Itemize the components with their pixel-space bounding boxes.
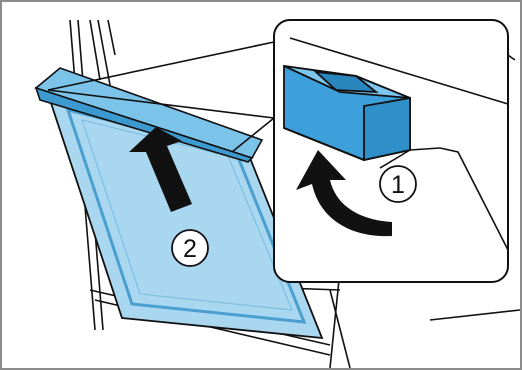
step-1-marker: 1 — [380, 166, 416, 202]
step-2-marker: 2 — [172, 230, 208, 266]
zoom-detail-box: 1 — [274, 20, 508, 282]
step-2-number: 2 — [183, 235, 197, 263]
step-1-number: 1 — [391, 171, 405, 199]
